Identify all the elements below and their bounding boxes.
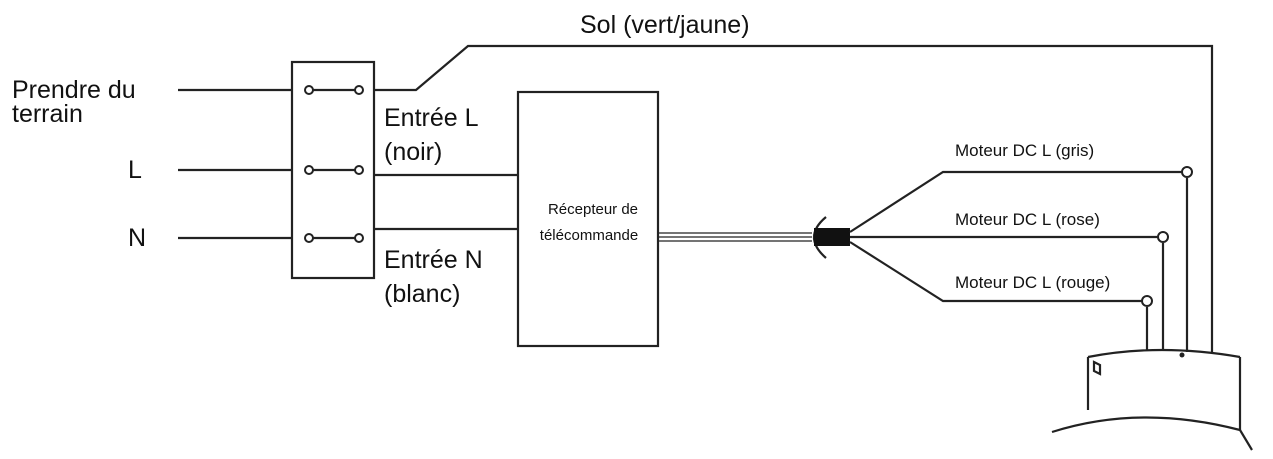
- entry-n-label-line2: (blanc): [384, 280, 460, 308]
- entry-wires: [374, 173, 518, 231]
- output-cable: [658, 232, 812, 242]
- input-wires: [178, 88, 292, 240]
- terminal-ground: [304, 85, 364, 95]
- motor-wires: [849, 170, 1187, 303]
- entry-l-label-line1: Entrée L: [384, 104, 479, 132]
- entry-n-label-line1: Entrée N: [384, 246, 483, 274]
- entry-l-label-line2: (noir): [384, 138, 442, 166]
- cable-connector: [812, 216, 850, 259]
- receiver-label-line1: Récepteur de: [548, 201, 638, 218]
- motor-terminal-gray: [1181, 166, 1193, 352]
- motor-body: [1051, 348, 1253, 451]
- terminal-n: [304, 233, 364, 243]
- terminal-block: [290, 60, 376, 280]
- input-ground-label-line1: Prendre du: [12, 76, 136, 104]
- input-ground-label-line2: terrain: [12, 100, 83, 128]
- input-n-label: N: [128, 224, 146, 252]
- motor-pink-label: Moteur DC L (rose): [955, 210, 1100, 229]
- motor-terminal-pink: [1157, 231, 1169, 350]
- motor-red-label: Moteur DC L (rouge): [955, 273, 1110, 292]
- terminal-l: [304, 165, 364, 175]
- input-l-label: L: [128, 156, 142, 184]
- ground-wire-label: Sol (vert/jaune): [580, 11, 750, 39]
- remote-receiver: Récepteur de télécommande: [516, 90, 660, 348]
- motor-terminal-red: [1141, 295, 1153, 350]
- ground-wire: [374, 44, 1214, 352]
- receiver-label-line2: télécommande: [540, 227, 638, 244]
- motor-gray-label: Moteur DC L (gris): [955, 141, 1094, 160]
